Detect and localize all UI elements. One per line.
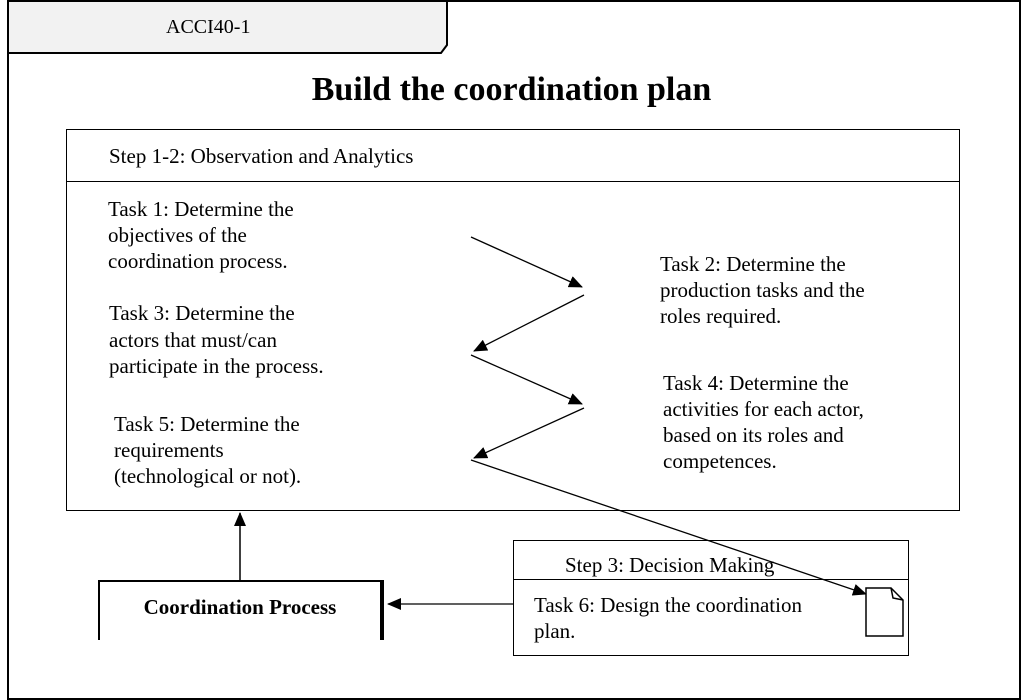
task4-line3: based on its roles and [663, 423, 844, 447]
task3-line2: actors that must/can [109, 328, 277, 352]
task2-line2: production tasks and the [660, 278, 865, 302]
coordination-process-box: Coordination Process [98, 580, 384, 640]
page-title: Build the coordination plan [311, 71, 712, 108]
step12-header [66, 129, 960, 182]
task2-line1: Task 2: Determine the [660, 252, 846, 276]
task2-line3: roles required. [660, 304, 782, 328]
step3-header-label: Step 3: Decision Making [565, 553, 775, 577]
task4-line2: activities for each actor, [663, 397, 864, 421]
task5-line2: requirements [114, 438, 224, 462]
task1-line2: objectives of the [108, 223, 247, 247]
tab-shape [9, 0, 1021, 54]
task1-line1: Task 1: Determine the [108, 197, 294, 221]
task5-line1: Task 5: Determine the [114, 412, 300, 436]
task4-line1: Task 4: Determine the [663, 371, 849, 395]
task6-line2: plan. [534, 619, 576, 643]
task1-line3: coordination process. [108, 249, 288, 273]
step12-header-label: Step 1-2: Observation and Analytics [109, 144, 414, 168]
task3-line3: participate in the process. [109, 354, 324, 378]
task4-line4: competences. [663, 449, 777, 473]
coordination-process-label: Coordination Process [143, 595, 337, 619]
task5-line3: (technological or not). [114, 464, 302, 488]
task3-line1: Task 3: Determine the [109, 301, 295, 325]
task6-line1: Task 6: Design the coordination [534, 593, 802, 617]
tab-label: ACCI40-1 [166, 16, 251, 38]
